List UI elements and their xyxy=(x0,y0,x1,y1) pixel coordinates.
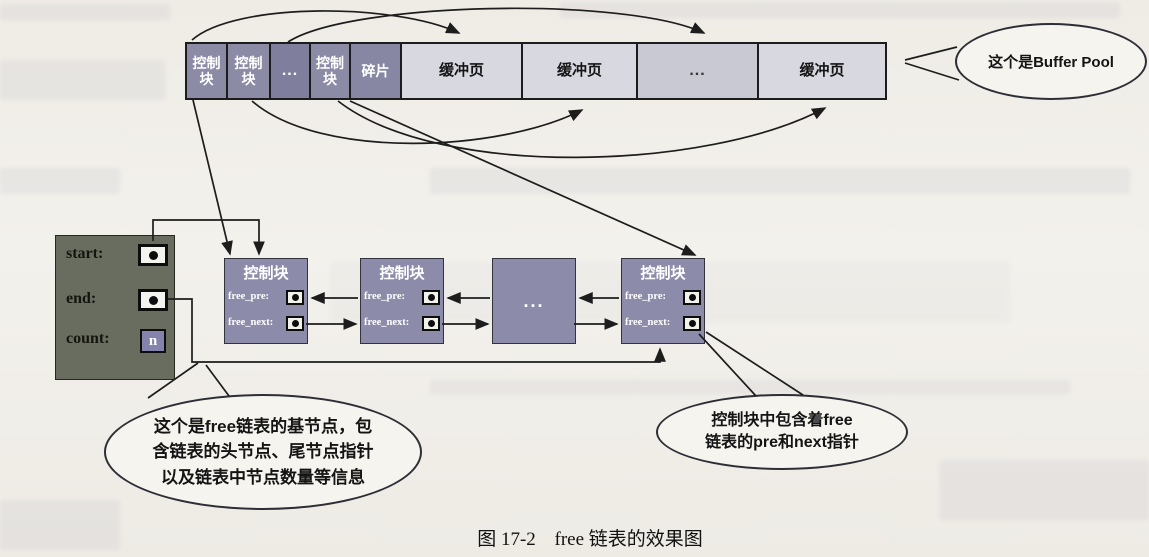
start-label: start: xyxy=(66,245,104,262)
bar-segment-buffer-page-1: 缓冲页 xyxy=(400,42,523,100)
pointer-dot-icon xyxy=(148,250,158,260)
free-pre-row: free_pre: xyxy=(228,290,306,306)
free-pre-label: free_pre: xyxy=(364,291,406,302)
figure-caption: 图 17-2 free 链表的效果图 xyxy=(330,524,850,551)
free-next-pointer-box xyxy=(286,316,304,331)
base-node-callout-line3: 以及链表中节点数量等信息 xyxy=(161,467,365,487)
free-next-row: free_next: xyxy=(364,316,442,332)
base-node-count-row: count: n xyxy=(56,329,174,353)
free-pre-label: free_pre: xyxy=(228,291,270,302)
control-block-node-1: 控制块 free_pre: free_next: xyxy=(224,258,308,344)
bar-segment-control-block-2: 控制块 xyxy=(226,42,271,100)
figure-title: free 链表的效果图 xyxy=(554,529,703,550)
free-pre-pointer-box xyxy=(422,290,440,305)
pointer-dot-icon xyxy=(688,294,696,301)
bar-segment-control-block-3: 控制块 xyxy=(309,42,351,100)
buffer-pool-bubble-tail xyxy=(904,62,960,81)
bleedthrough-smudge xyxy=(0,60,165,100)
base-node-bubble-tail xyxy=(205,364,230,397)
control-block-callout-bubble: 控制块中包含着free 链表的pre和next指针 xyxy=(656,394,908,470)
bleedthrough-smudge xyxy=(0,500,120,550)
free-next-label: free_next: xyxy=(364,317,410,328)
count-label: count: xyxy=(66,330,110,347)
arrow-bar-cb1-to-node1 xyxy=(192,99,233,256)
bar-segment-buffer-page-2: 缓冲页 xyxy=(521,42,638,100)
free-pre-label: free_pre: xyxy=(625,291,667,302)
free-next-label: free_next: xyxy=(228,317,274,328)
pointer-dot-icon xyxy=(291,320,299,327)
bleedthrough-smudge xyxy=(430,168,1130,194)
base-node-callout-line1: 这个是free链表的基节点，包 xyxy=(153,416,373,436)
control-block-node-ellipsis: ... xyxy=(492,258,576,344)
free-pre-row: free_pre: xyxy=(625,290,703,306)
bleedthrough-smudge xyxy=(430,380,1070,394)
pointer-dot-icon xyxy=(427,320,435,327)
base-node-callout-line2: 含链表的头节点、尾节点指针 xyxy=(152,442,374,462)
free-list-base-node-box: start: end: count: n xyxy=(55,235,175,380)
buffer-pool-callout-text: 这个是Buffer Pool xyxy=(988,54,1114,71)
count-value-box: n xyxy=(140,329,166,353)
free-pre-pointer-box xyxy=(286,290,304,305)
bar-segment-control-ellipsis: ... xyxy=(269,42,311,100)
ellipsis-text: ... xyxy=(523,290,545,311)
bar-segment-control-block-1: 控制块 xyxy=(185,42,228,100)
free-pre-pointer-box xyxy=(683,290,701,305)
buffer-pool-bubble-tail xyxy=(904,46,958,61)
pointer-dot-icon xyxy=(688,320,696,327)
bar-segment-buffer-page-3: 缓冲页 xyxy=(757,42,887,100)
free-next-row: free_next: xyxy=(228,316,306,332)
bleedthrough-smudge xyxy=(560,2,1120,18)
base-node-callout-bubble: 这个是free链表的基节点，包 含链表的头节点、尾节点指针 以及链表中节点数量等… xyxy=(104,394,422,510)
control-block-callout-line2: 链表的pre和next指针 xyxy=(705,434,859,451)
pointer-dot-icon xyxy=(148,295,158,305)
free-next-row: free_next: xyxy=(625,316,703,332)
bar-segment-fragment: 碎片 xyxy=(349,42,402,100)
buffer-pool-bar: 控制块 控制块 ... 控制块 碎片 缓冲页 缓冲页 ... 缓冲页 xyxy=(185,42,887,100)
buffer-pool-callout-bubble: 这个是Buffer Pool xyxy=(955,23,1147,100)
arrow-cb3-to-bp3 xyxy=(337,100,827,159)
base-node-start-row: start: xyxy=(56,244,174,268)
start-pointer-box xyxy=(138,244,168,266)
arrow-cb1-to-bp1 xyxy=(191,10,461,41)
end-label: end: xyxy=(66,290,97,307)
end-pointer-box xyxy=(138,289,168,311)
control-block-title: 控制块 xyxy=(379,265,425,282)
free-next-pointer-box xyxy=(683,316,701,331)
bleedthrough-smudge xyxy=(0,4,170,20)
bleedthrough-smudge xyxy=(0,168,120,194)
figure-number: 图 17-2 xyxy=(477,529,536,550)
control-block-node-3: 控制块 free_pre: free_next: xyxy=(621,258,705,344)
free-next-label: free_next: xyxy=(625,317,671,328)
bar-segment-buffer-ellipsis: ... xyxy=(636,42,759,100)
control-block-node-2: 控制块 free_pre: free_next: xyxy=(360,258,444,344)
pointer-dot-icon xyxy=(291,294,299,301)
base-node-end-row: end: xyxy=(56,289,174,313)
control-block-title: 控制块 xyxy=(243,265,289,282)
free-pre-row: free_pre: xyxy=(364,290,442,306)
free-next-pointer-box xyxy=(422,316,440,331)
control-block-callout-line1: 控制块中包含着free xyxy=(711,411,853,429)
bleedthrough-smudge xyxy=(940,460,1149,520)
control-block-title: 控制块 xyxy=(640,265,686,282)
arrow-cb2-to-bp2 xyxy=(251,100,584,145)
pointer-dot-icon xyxy=(427,294,435,301)
